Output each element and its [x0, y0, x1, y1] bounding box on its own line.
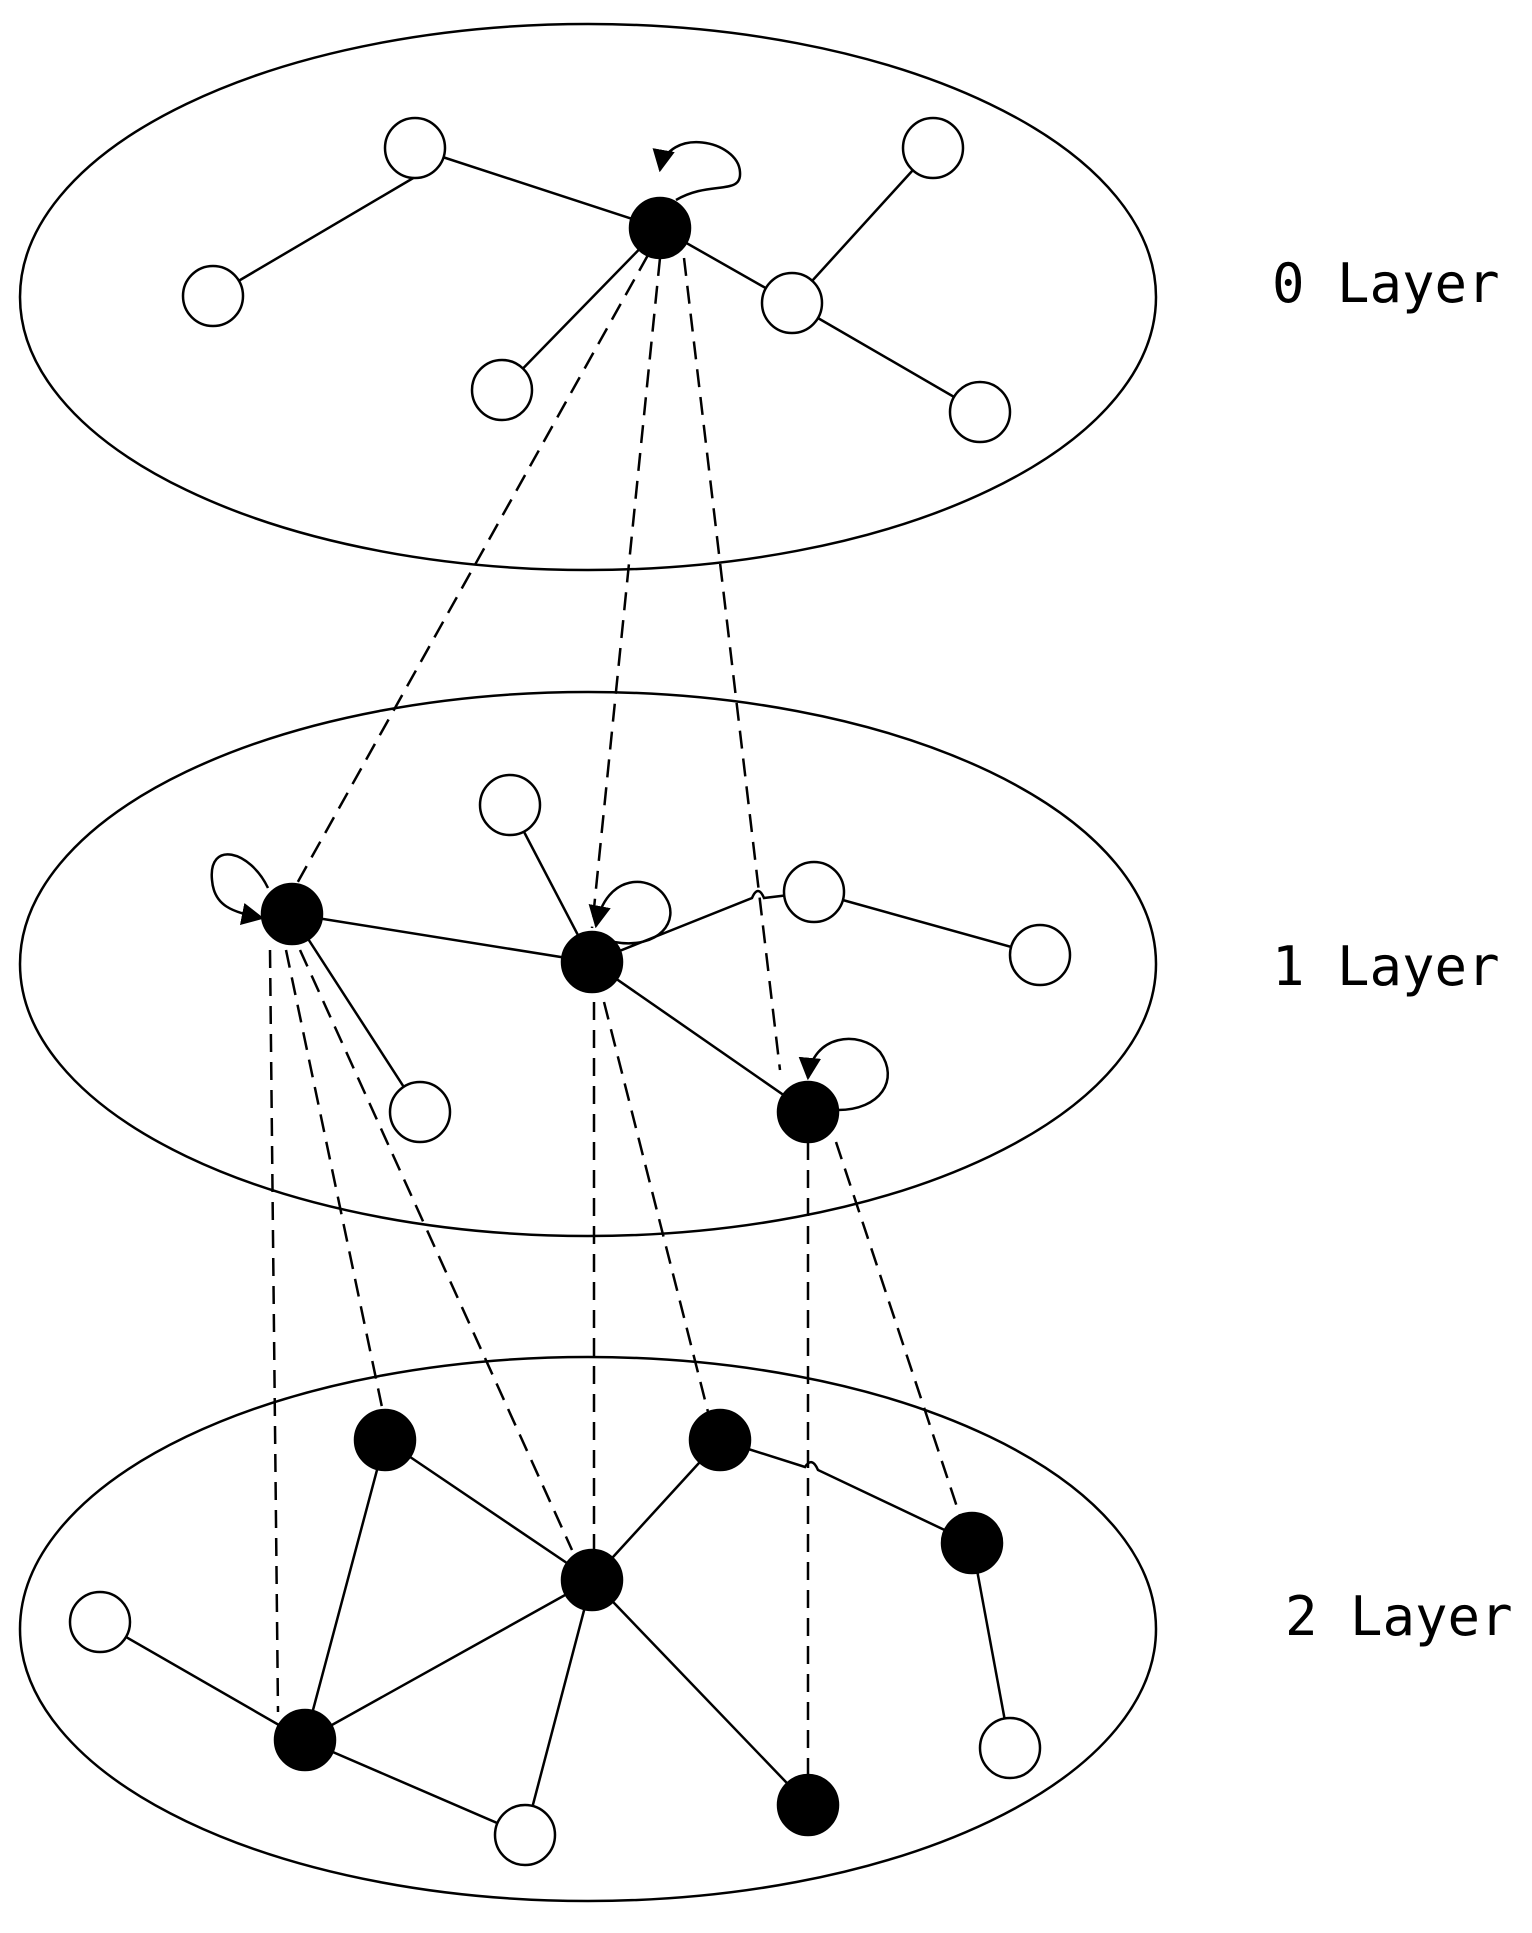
edge — [414, 146, 661, 230]
filled-node — [560, 930, 624, 994]
open-node — [760, 271, 824, 335]
edge — [303, 1439, 387, 1741]
layer-1-nodes — [260, 773, 1072, 1144]
filled-node — [776, 1773, 840, 1837]
open-node — [493, 1803, 557, 1867]
filled-node — [776, 1080, 840, 1144]
layer-1-ellipse — [18, 690, 1158, 1238]
self-loop-arrow — [210, 853, 270, 926]
projection-edge — [298, 949, 574, 1551]
edge — [291, 912, 593, 964]
open-node — [388, 1080, 452, 1144]
filled-node — [688, 1408, 752, 1472]
edge — [304, 1738, 526, 1837]
edge — [591, 1439, 721, 1581]
open-node — [1008, 923, 1072, 987]
layer-0-ellipse — [18, 22, 1158, 572]
edge — [212, 175, 416, 298]
filled-node — [940, 1511, 1004, 1575]
edge — [591, 960, 809, 1114]
edge — [813, 890, 1041, 957]
open-node — [978, 1716, 1042, 1780]
projection-edge — [834, 1141, 962, 1517]
self-loops — [210, 140, 890, 1112]
filled-node — [353, 1408, 417, 1472]
layer-2-label: 2 Layer — [1285, 1585, 1513, 1648]
edge — [791, 147, 934, 304]
open-node — [470, 358, 534, 422]
layer-0-edges — [212, 146, 981, 414]
projection-edges — [268, 254, 962, 1776]
layer-1-label: 1 Layer — [1272, 935, 1500, 998]
projection-edge — [284, 949, 385, 1413]
filled-node — [628, 196, 692, 260]
open-node — [782, 860, 846, 924]
open-node — [68, 1590, 132, 1654]
projection-edge — [590, 257, 662, 929]
self-loop-arrow — [798, 1037, 890, 1112]
filled-node — [260, 882, 324, 946]
edge — [523, 1579, 594, 1836]
edge — [591, 1579, 809, 1806]
self-loop-arrow — [588, 880, 672, 945]
layer-1-edges — [290, 804, 1041, 1114]
self-loop-arrow — [652, 140, 742, 202]
projection-edge — [682, 257, 782, 1071]
edge — [501, 227, 661, 391]
open-node — [901, 116, 965, 180]
open-node — [383, 116, 447, 180]
open-node — [948, 380, 1012, 444]
edge — [719, 1438, 973, 1545]
edge — [290, 913, 422, 1113]
projection-edge — [293, 254, 650, 888]
filled-node — [273, 1708, 337, 1772]
edge — [791, 301, 981, 414]
projection-edge — [268, 949, 280, 1713]
projection-edge — [602, 1001, 710, 1413]
layer-0-label: 0 Layer — [1272, 252, 1500, 315]
edge — [384, 1438, 593, 1582]
layer-2-edges — [99, 1438, 1012, 1837]
open-node — [478, 773, 542, 837]
edge — [304, 1578, 593, 1742]
layer-2-ellipse — [18, 1355, 1158, 1903]
layer-2-nodes — [68, 1408, 1042, 1867]
edge — [99, 1620, 306, 1742]
edge — [970, 1542, 1012, 1749]
filled-node — [560, 1548, 624, 1612]
edge — [591, 889, 815, 964]
open-node — [181, 264, 245, 328]
layer-0-nodes — [181, 116, 1012, 444]
